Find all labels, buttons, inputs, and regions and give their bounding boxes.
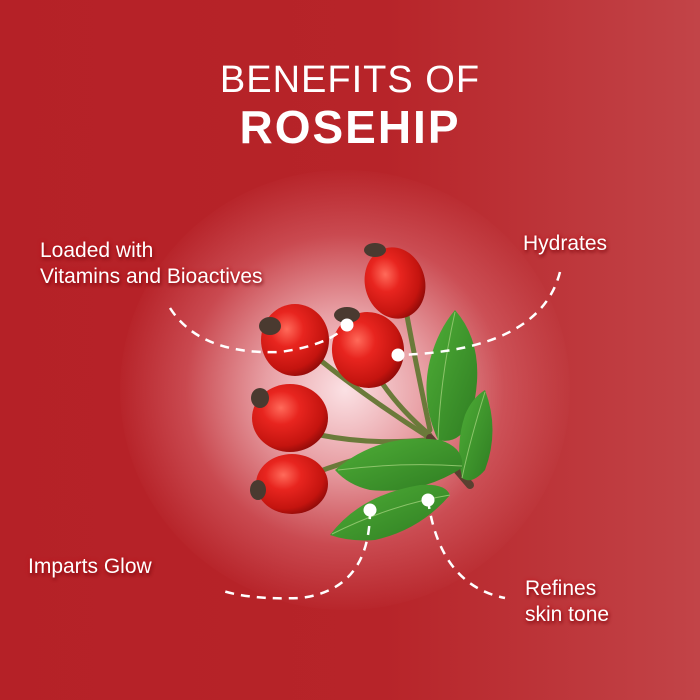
title-line-2: ROSEHIP xyxy=(239,101,461,153)
benefit-skin-tone-line-2: skin tone xyxy=(525,603,610,626)
benefit-vitamins-line-2: Vitamins and Bioactives xyxy=(40,265,263,288)
benefit-skin-tone: Refines skin tone xyxy=(525,576,609,628)
benefit-hydrates-line-1: Hydrates xyxy=(523,232,608,255)
benefit-vitamins-line-1: Loaded with xyxy=(40,239,154,262)
benefit-glow: Imparts Glow xyxy=(28,554,152,580)
connector-dots xyxy=(340,318,435,517)
benefit-hydrates: Hydrates xyxy=(523,231,607,257)
title-line-1: BENEFITS OF xyxy=(219,59,481,101)
benefit-vitamins: Loaded with Vitamins and Bioactives xyxy=(40,238,263,290)
benefit-skin-tone-line-1: Refines xyxy=(525,577,597,600)
leaves xyxy=(330,310,493,541)
page-title: BENEFITS OF ROSEHIP xyxy=(0,58,700,152)
benefit-glow-line-1: Imparts Glow xyxy=(28,555,152,578)
connector-lines xyxy=(168,271,562,600)
berries xyxy=(250,243,426,514)
